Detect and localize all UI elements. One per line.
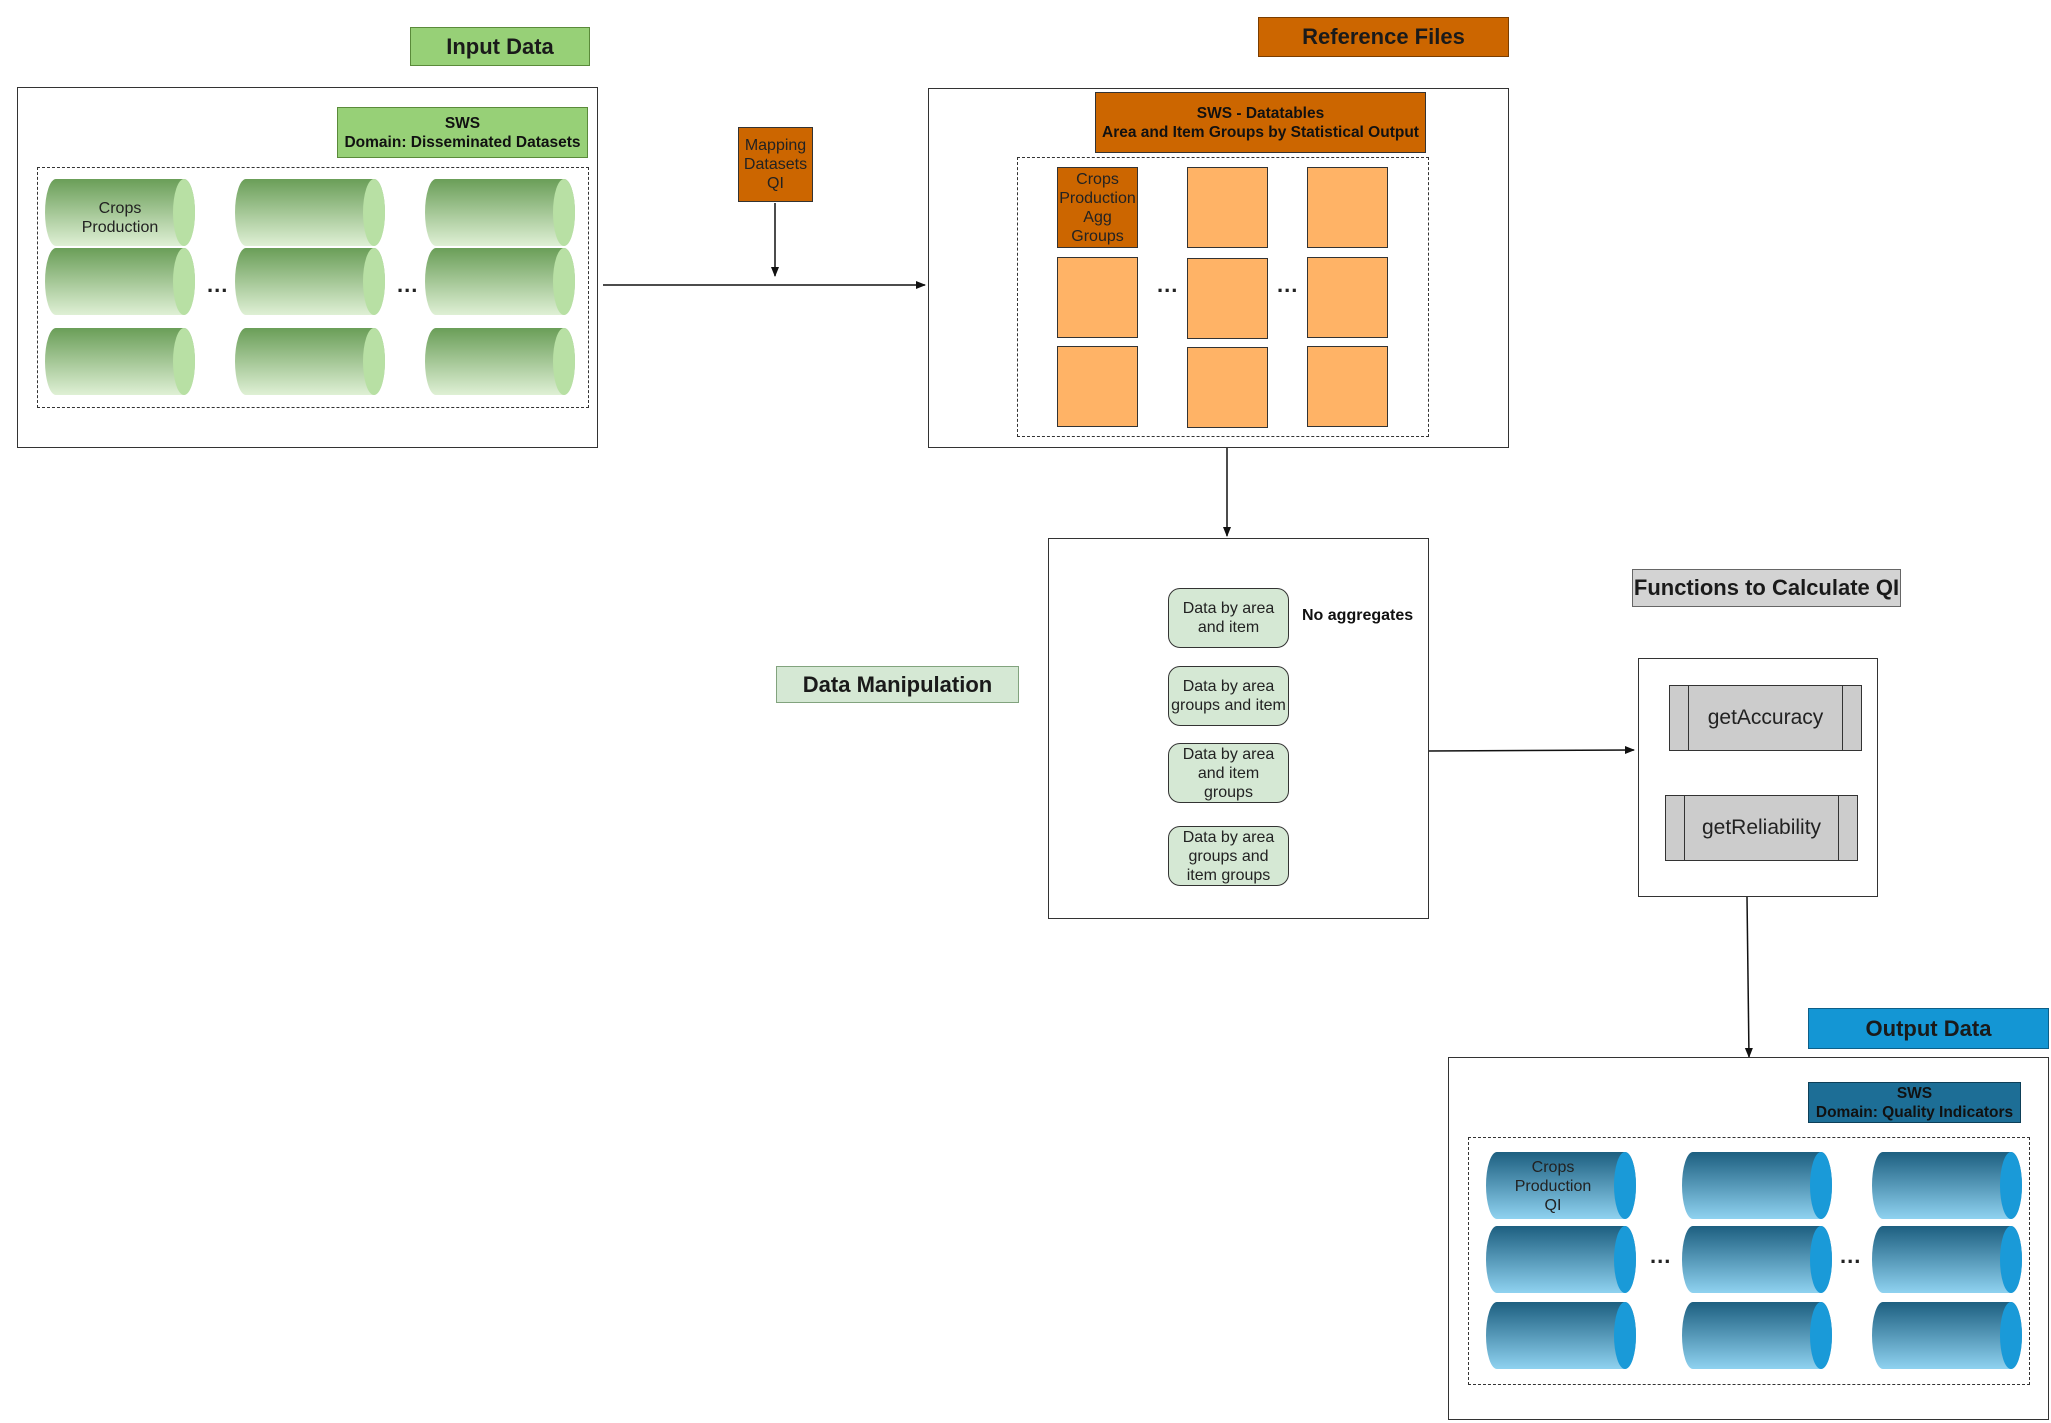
reference-table [1187, 167, 1268, 248]
ref-first-line1: Crops [1076, 170, 1119, 188]
database-cylinder [1872, 1152, 2023, 1219]
step-data-by-area-and-item-groups: Data by area and item groups [1168, 743, 1289, 803]
functions-title: Functions to Calculate QI [1632, 569, 1901, 607]
database-cylinder [1486, 1226, 1637, 1293]
database-cylinder [1486, 1152, 1637, 1219]
output-domain-line2: Domain: Quality Indicators [1815, 1103, 2014, 1121]
step3-line3: groups [1204, 783, 1253, 801]
output-first-db-line2: Production [1514, 1177, 1592, 1195]
input-domain-line1: SWS [444, 114, 481, 132]
reference-table [1187, 258, 1268, 339]
database-cylinder [45, 179, 195, 246]
database-cylinder [45, 328, 196, 395]
reference-table-crops-production-agg-groups: Crops Production Agg Groups [1057, 167, 1138, 248]
reference-table [1187, 347, 1268, 428]
database-cylinder [425, 179, 575, 246]
ref-first-line2: Production [1059, 189, 1136, 207]
output-ellipsis-2: ... [1840, 1243, 1862, 1268]
output-first-db-line3: QI [1544, 1196, 1562, 1214]
ref-first-line3: Agg [1083, 208, 1112, 226]
reference-files-title: Reference Files [1258, 17, 1509, 57]
output-data-title: Output Data [1808, 1008, 2049, 1049]
database-cylinder [1682, 1226, 1832, 1293]
database-cylinder [1486, 1302, 1637, 1369]
input-data-title: Input Data [410, 27, 590, 66]
step4-line1: Data by area [1182, 828, 1275, 846]
reference-table [1307, 257, 1388, 338]
get-accuracy-function: getAccuracy [1669, 685, 1862, 751]
output-first-db-line1: Crops [1531, 1158, 1575, 1176]
mapping-line3: QI [767, 175, 784, 192]
step4-line2: groups and [1188, 847, 1269, 865]
output-domain-label: SWS Domain: Quality Indicators [1808, 1082, 2021, 1123]
step-data-by-area-and-item: Data by area and item [1168, 588, 1289, 648]
output-ellipsis-1: ... [1650, 1243, 1672, 1268]
mapping-line2: Datasets [743, 156, 808, 173]
mapping-datasets-qi: Mapping Datasets QI [738, 127, 813, 202]
reference-table [1057, 346, 1138, 427]
input-domain-line2: Domain: Disseminated Datasets [344, 133, 581, 151]
reference-domain-line1: SWS - Datatables [1196, 104, 1325, 122]
reference-domain-line2: Area and Item Groups by Statistical Outp… [1102, 123, 1419, 141]
step-data-by-area-groups-and-item-groups: Data by area groups and item groups [1168, 826, 1289, 886]
mapping-line1: Mapping [744, 137, 807, 154]
step-data-by-area-groups-and-item: Data by area groups and item [1168, 666, 1289, 726]
database-cylinder [1872, 1226, 2023, 1293]
step3-line1: Data by area [1182, 745, 1275, 763]
input-domain-label: SWS Domain: Disseminated Datasets [337, 107, 588, 158]
reference-ellipsis-1: ... [1157, 272, 1179, 297]
reference-table [1307, 167, 1388, 248]
output-datasets-group [1468, 1137, 2030, 1385]
database-cylinder [235, 248, 385, 315]
database-cylinder [1682, 1152, 1832, 1219]
data-manipulation-title: Data Manipulation [776, 666, 1019, 703]
input-ellipsis-1: ... [207, 272, 229, 297]
output-first-db-label: Crops Production QI [1483, 1156, 1623, 1216]
database-cylinder [235, 179, 385, 246]
database-cylinder [1682, 1302, 1832, 1369]
input-ellipsis-2: ... [397, 272, 419, 297]
step1-line2: and item [1197, 619, 1260, 636]
input-datasets-group [37, 167, 589, 408]
step1-line1: Data by area [1182, 600, 1275, 617]
database-cylinder [235, 328, 385, 395]
output-domain-line1: SWS [1896, 1084, 1933, 1102]
reference-ellipsis-2: ... [1277, 272, 1299, 297]
ref-first-line4: Groups [1071, 227, 1124, 245]
database-cylinder [1872, 1302, 2023, 1369]
database-cylinder [45, 248, 195, 315]
step2-line2: groups and item [1171, 697, 1286, 714]
reference-table [1307, 346, 1388, 427]
database-cylinder [425, 328, 575, 395]
reference-tables-group [1017, 157, 1429, 437]
step2-line1: Data by area [1182, 678, 1275, 695]
input-first-db-line2: Production [81, 219, 159, 236]
database-cylinder [425, 248, 575, 315]
get-reliability-function: getReliability [1665, 795, 1858, 861]
input-first-db-line1: Crops [98, 200, 142, 217]
reference-domain-label: SWS - Datatables Area and Item Groups by… [1095, 92, 1426, 153]
reference-table [1057, 257, 1138, 338]
input-first-db-label: Crops Production [50, 190, 190, 246]
step3-line2: and item [1197, 764, 1260, 782]
step4-line3: item groups [1186, 866, 1271, 884]
no-aggregates-note: No aggregates [1302, 607, 1414, 624]
